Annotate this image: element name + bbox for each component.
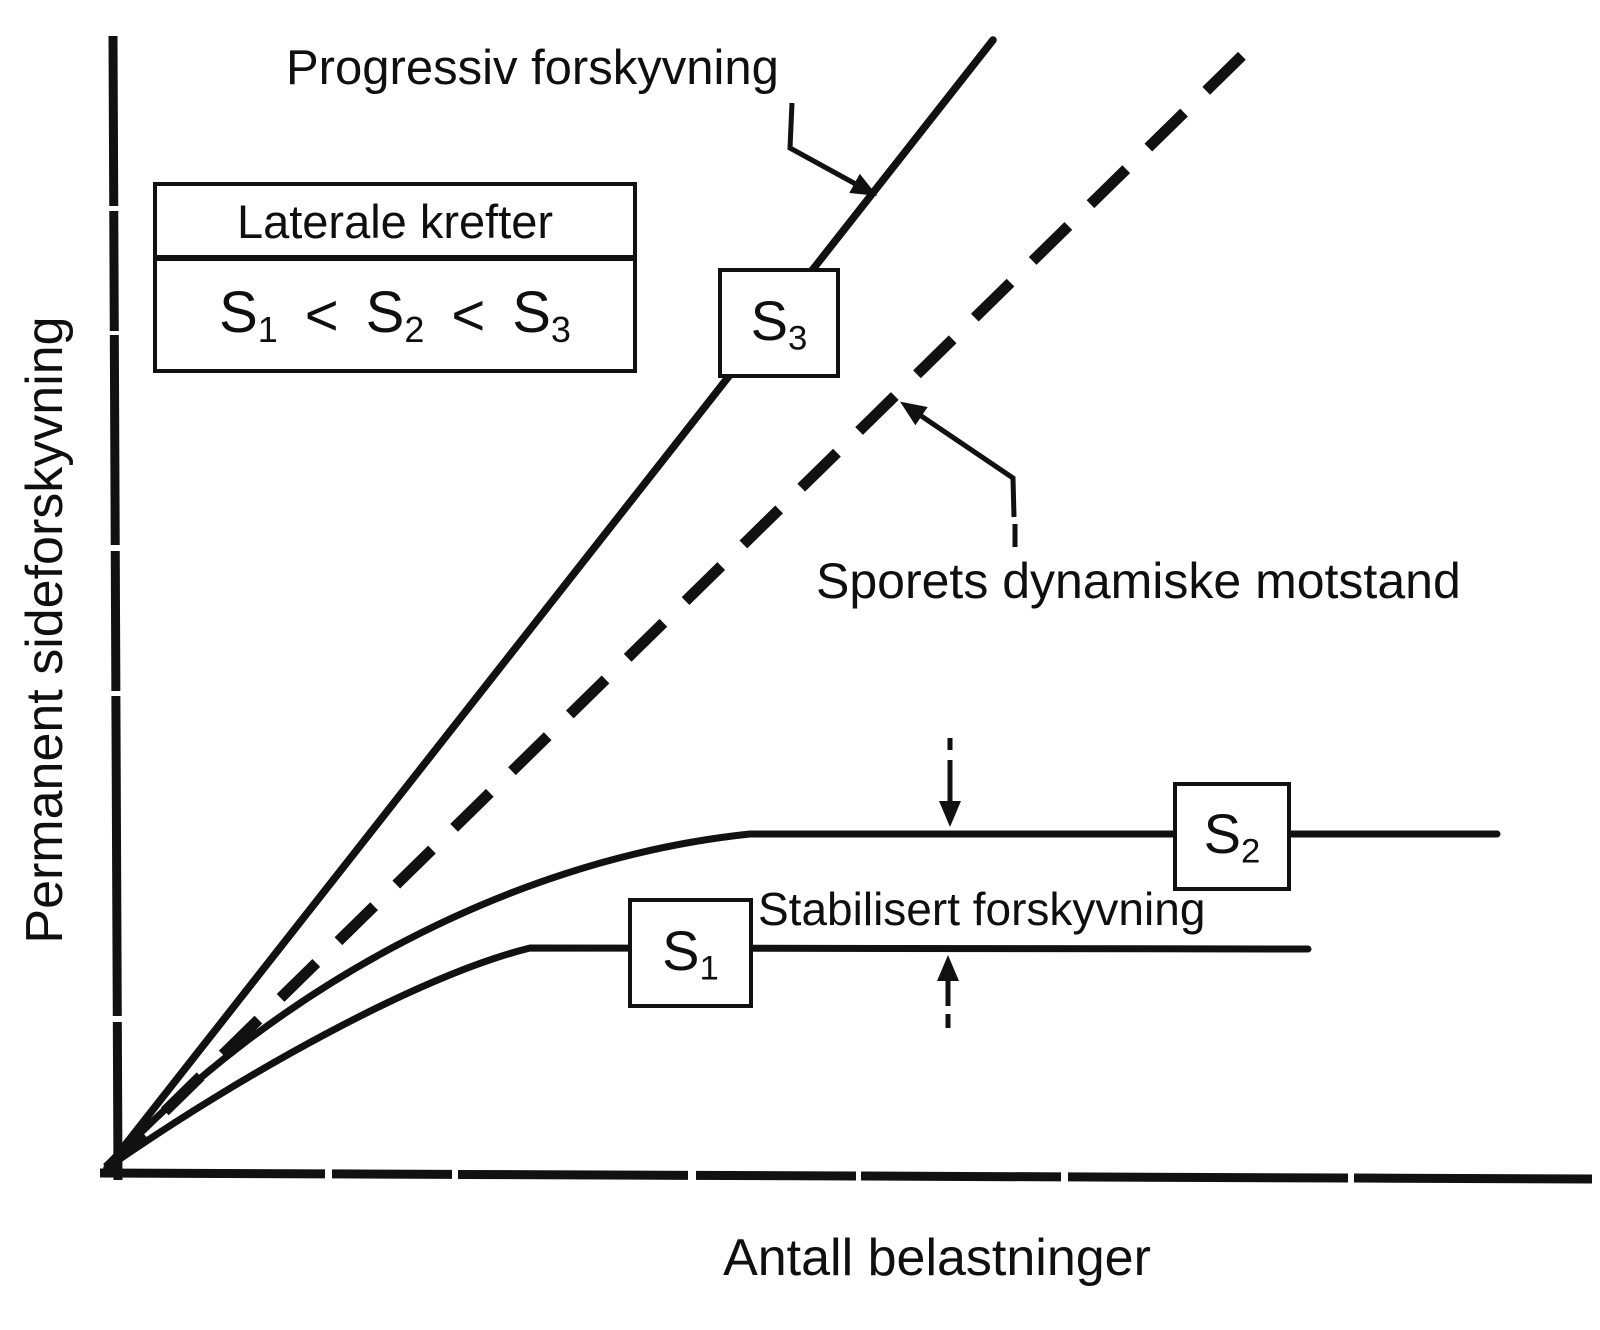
legend-term-s3: S3 [512,279,571,351]
curve-label-s3: S3 [718,268,840,378]
less-than-sign: < [304,282,339,348]
annotation-dynamic-resistance: Sporets dynamiske motstand [816,553,1461,609]
x-axis [99,1168,1593,1184]
legend-lateral-forces: Laterale krefter S1 < S2 < S3 [153,182,637,373]
curve-label-s2: S2 [1173,782,1291,891]
dynamic-resistance-leader-arrow [900,401,1017,518]
progressive-leader-arrow [787,102,878,196]
legend-inequality: S1 < S2 < S3 [157,261,633,369]
legend-term-s2: S2 [365,279,425,351]
annotation-stabilized-displacement: Stabilisert forskyvning [758,883,1206,935]
legend-title: Laterale krefter [236,195,554,248]
curve-s3-progressive [103,36,997,1172]
curve-label-s1: S1 [628,898,753,1008]
annotation-progressive-displacement: Progressiv forskyvning [286,41,779,95]
y-axis [108,35,123,1181]
legend-divider [153,255,637,261]
y-axis-label: Permanent sideforskyvning [16,316,74,944]
curve-dynamic-resistance-dashed [103,41,1257,1172]
curve-s1-stabilized [103,944,1312,1172]
legend-term-s1: S1 [219,279,278,351]
less-than-sign: < [451,282,486,348]
x-axis-label: Antall belastninger [723,1229,1151,1287]
